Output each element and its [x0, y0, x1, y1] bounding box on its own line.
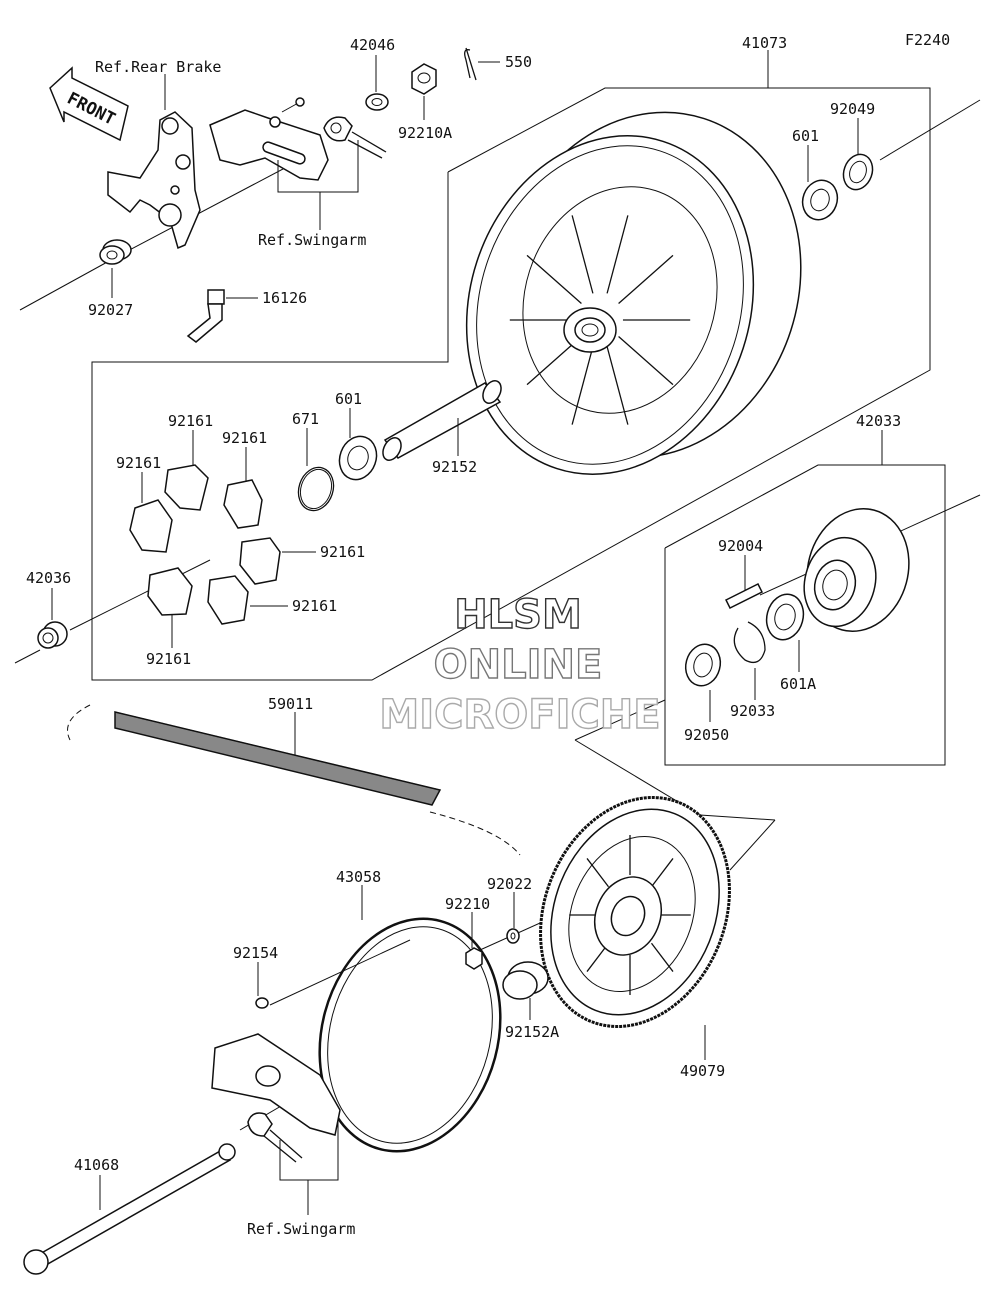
circlip-92033 — [733, 621, 766, 664]
diagram-code: F2240 — [905, 31, 950, 49]
label-550: 550 — [505, 53, 532, 71]
belt-guard-43058 — [318, 917, 502, 1153]
ref-swingarm-top: Ref.Swingarm — [258, 231, 366, 249]
chain-adjuster-bottom — [211, 1033, 341, 1163]
label-671: 671 — [292, 410, 319, 428]
valve-16126 — [186, 289, 225, 343]
drive-belt-59011 — [67, 704, 521, 856]
label-16126: 16126 — [262, 289, 307, 307]
wheel-frame — [91, 87, 931, 681]
label-92049: 92049 — [830, 100, 875, 118]
label-92161-a: 92161 — [168, 412, 213, 430]
spacer-92027 — [99, 239, 132, 265]
seal-92049 — [842, 153, 874, 191]
watermark-line-3: MICROFICHE — [379, 692, 660, 738]
adjuster-top — [323, 116, 387, 159]
label-92152: 92152 — [432, 458, 477, 476]
label-49079: 49079 — [680, 1062, 725, 1080]
watermark-line-2: ONLINE — [434, 642, 603, 688]
leader-lines — [51, 50, 883, 1210]
label-92161-c: 92161 — [116, 454, 161, 472]
label-92154: 92154 — [233, 944, 278, 962]
label-601-mid: 601 — [335, 390, 362, 408]
washer-42046 — [365, 93, 389, 111]
collar-42036 — [37, 621, 68, 649]
bearing-601-top — [801, 179, 839, 221]
bearing-601-mid — [338, 435, 378, 481]
watermark: HLSM ONLINE MICROFICHE — [379, 591, 662, 738]
brake-bracket — [107, 111, 201, 250]
label-92161-d: 92161 — [320, 543, 365, 561]
label-601A: 601A — [780, 675, 816, 693]
stud-92004 — [724, 582, 764, 610]
label-59011: 59011 — [268, 695, 313, 713]
hub-42033 — [803, 507, 910, 633]
label-92050: 92050 — [684, 726, 729, 744]
caliper-bracket — [209, 97, 329, 181]
damper-rubbers-92161 — [129, 464, 281, 625]
bearing-601A — [765, 593, 805, 641]
nut-92210A — [411, 63, 437, 95]
nut-92210 — [465, 947, 483, 970]
hub-frame — [664, 464, 946, 766]
label-92022: 92022 — [487, 875, 532, 893]
collar-92152 — [382, 380, 502, 461]
ref-rear-brake: Ref.Rear Brake — [95, 58, 221, 76]
washer-92022 — [506, 928, 520, 944]
bolt-92154 — [255, 997, 269, 1009]
watermark-line-1: HLSM — [454, 592, 582, 638]
label-41073: 41073 — [742, 34, 787, 52]
seal-92050 — [684, 643, 722, 687]
label-92004: 92004 — [718, 537, 763, 555]
label-42046: 42046 — [350, 36, 395, 54]
label-42033: 42033 — [856, 412, 901, 430]
label-92027: 92027 — [88, 301, 133, 319]
label-43058: 43058 — [336, 868, 381, 886]
o-ring-671 — [297, 466, 335, 512]
label-601-top: 601 — [792, 127, 819, 145]
label-92161-f: 92161 — [146, 650, 191, 668]
collar-92152A — [502, 961, 549, 1000]
axle-41068 — [23, 1143, 236, 1275]
label-92033: 92033 — [730, 702, 775, 720]
label-92210A: 92210A — [398, 124, 452, 142]
front-arrow-icon: FRONT — [49, 66, 129, 142]
ref-swingarm-bottom: Ref.Swingarm — [247, 1220, 355, 1238]
label-92161-e: 92161 — [292, 597, 337, 615]
label-92152A: 92152A — [505, 1023, 559, 1041]
rear-wheel-41073 — [465, 111, 802, 475]
label-92210: 92210 — [445, 895, 490, 913]
belt-sprocket-49079 — [539, 796, 731, 1028]
label-92161-b: 92161 — [222, 429, 267, 447]
label-41068: 41068 — [74, 1156, 119, 1174]
cotter-pin-550 — [464, 47, 477, 81]
label-42036: 42036 — [26, 569, 71, 587]
